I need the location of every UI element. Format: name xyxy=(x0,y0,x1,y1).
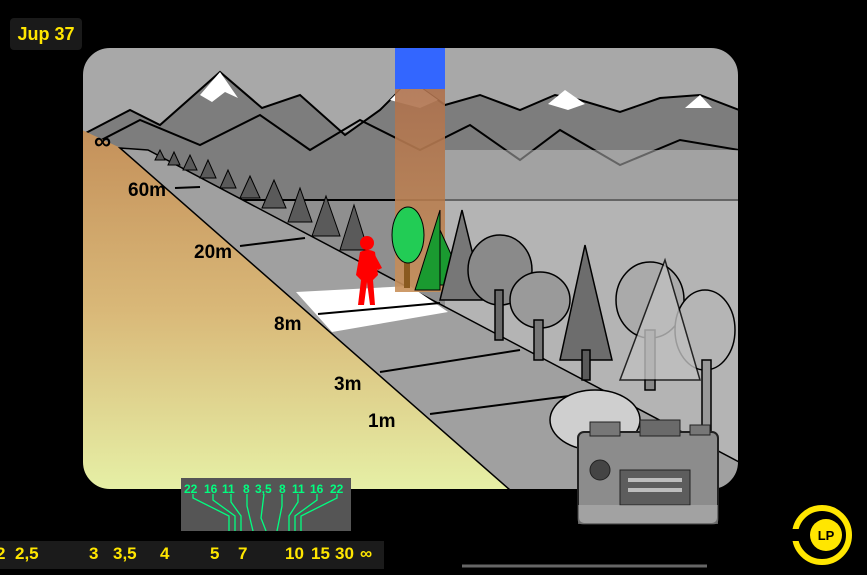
aperture-value: 4 xyxy=(160,544,170,563)
distance-mark-1m: 1m xyxy=(368,411,395,432)
distance-mark-20m: 20m xyxy=(194,242,232,263)
distant-trees xyxy=(154,148,369,251)
aperture-value: 30 xyxy=(335,544,354,563)
dof-number: 22 xyxy=(330,482,344,496)
subject-figure xyxy=(356,236,382,305)
dof-number: 22 xyxy=(184,482,198,496)
camera-icon xyxy=(577,419,719,525)
aperture-value: 10 xyxy=(285,544,304,563)
distance-mark-8m: 8m xyxy=(274,314,301,335)
aperture-value: 2,5 xyxy=(15,544,39,563)
aperture-value: 2 xyxy=(0,544,6,563)
ground xyxy=(82,130,510,490)
dof-number: 8 xyxy=(243,482,250,496)
aperture-scale: 2 2,5 3 3,5 4 5 7 10 15 30 ∞ xyxy=(0,541,384,569)
aperture-value: 15 xyxy=(311,544,330,563)
aperture-value: 3,5 xyxy=(113,544,137,563)
aperture-value: 3 xyxy=(89,544,99,563)
dof-number: 16 xyxy=(310,482,324,496)
dof-number: 16 xyxy=(204,482,218,496)
distance-infinity: ∞ xyxy=(94,128,111,155)
lp-logo: LP xyxy=(790,505,852,565)
dof-number: 8 xyxy=(279,482,286,496)
lens-label: Jup 37 xyxy=(10,18,82,50)
logo-text: LP xyxy=(818,528,835,543)
dof-number-center: 3,5 xyxy=(255,482,272,496)
dof-number: 11 xyxy=(222,482,235,496)
aperture-value-infinity: ∞ xyxy=(360,544,373,563)
dof-scale: 22 16 11 8 3,5 8 11 16 22 xyxy=(181,478,351,531)
aperture-value: 7 xyxy=(238,544,248,563)
aperture-value: 5 xyxy=(210,544,220,563)
dof-number: 11 xyxy=(292,482,305,496)
focus-strip-sky xyxy=(395,47,445,89)
distance-mark-3m: 3m xyxy=(334,374,361,395)
distance-mark-60m: 60m xyxy=(128,180,166,201)
right-forest xyxy=(439,209,736,441)
